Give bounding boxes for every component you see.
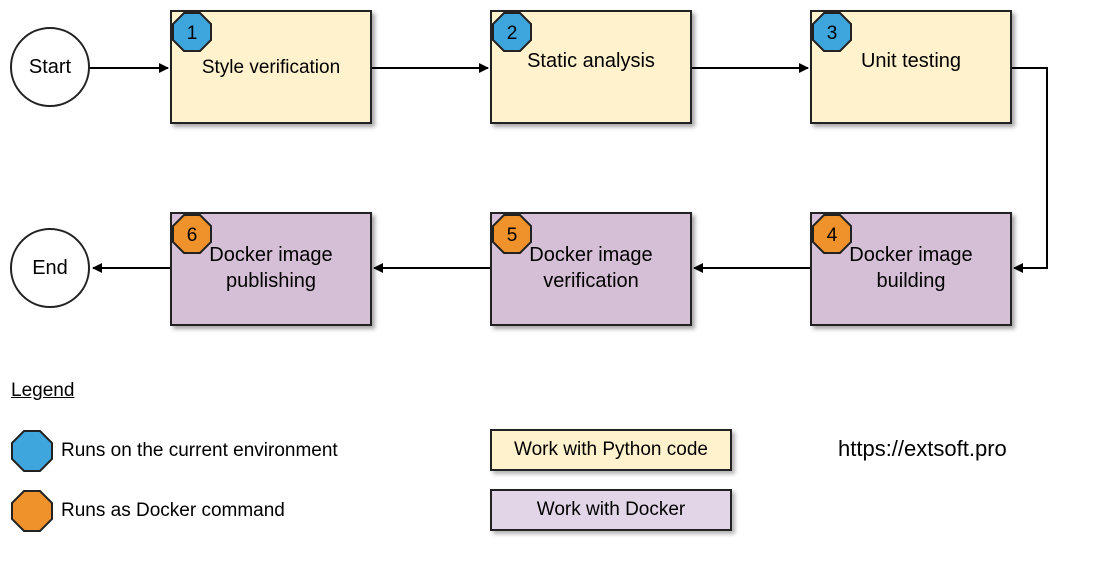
step-unit-testing: 3 Unit testing <box>810 10 1012 124</box>
arrow-step3-to-step4 <box>1011 67 1048 273</box>
step-docker-image-publishing: 6 Docker image publishing <box>170 212 372 326</box>
legend-title: Legend <box>11 380 75 401</box>
legend-blue-octagon-icon <box>10 429 54 473</box>
end-node: End <box>10 228 90 308</box>
step-docker-image-verification: 5 Docker image verification <box>490 212 692 326</box>
orange-octagon-icon: 5 <box>491 213 533 255</box>
legend-docker-swatch: Work with Docker <box>490 489 732 531</box>
legend-docker-label: Work with Docker <box>536 499 686 520</box>
site-url: https://extsoft.pro <box>838 436 1007 461</box>
orange-octagon-icon: 6 <box>171 213 213 255</box>
step-static-analysis: 2 Static analysis <box>490 10 692 124</box>
legend-python-swatch: Work with Python code <box>490 429 732 471</box>
step-number: 3 <box>827 23 838 44</box>
blue-octagon-icon: 3 <box>811 11 853 53</box>
step-label-line: Docker image <box>529 244 653 266</box>
blue-octagon-icon: 2 <box>491 11 533 53</box>
step-number: 6 <box>187 225 198 246</box>
end-label: End <box>32 256 68 279</box>
step-label-line: publishing <box>225 270 317 292</box>
step-style-verification: 1 Style verification <box>170 10 372 124</box>
legend-orange-octagon-icon <box>10 489 54 533</box>
start-label: Start <box>28 55 72 78</box>
step-number: 5 <box>507 225 518 246</box>
step-number: 4 <box>827 225 838 246</box>
step-label: Static analysis <box>527 50 655 72</box>
legend-docker-command: Runs as Docker command <box>61 500 285 521</box>
step-label: Style verification <box>201 56 341 78</box>
step-docker-image-building: 4 Docker image building <box>810 212 1012 326</box>
legend-python-label: Work with Python code <box>514 439 708 460</box>
step-label-line: verification <box>543 270 639 292</box>
step-label-line: building <box>876 270 946 292</box>
start-node: Start <box>10 27 90 107</box>
step-label-line: Docker image <box>209 244 333 266</box>
orange-octagon-icon: 4 <box>811 213 853 255</box>
step-label: Unit testing <box>860 50 962 72</box>
blue-octagon-icon: 1 <box>171 11 213 53</box>
step-label-line: Docker image <box>849 244 973 266</box>
step-number: 1 <box>187 23 198 44</box>
step-number: 2 <box>507 23 518 44</box>
legend-current-environment: Runs on the current environment <box>61 440 338 461</box>
